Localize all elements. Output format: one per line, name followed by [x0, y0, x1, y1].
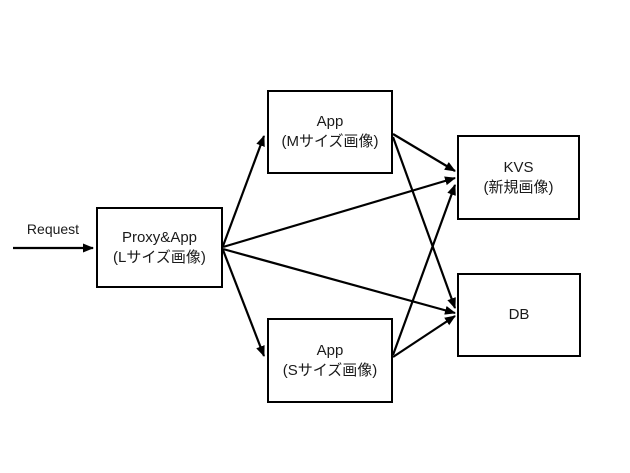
- node-label-line2: (Sサイズ画像): [282, 361, 378, 379]
- edge-proxy-to-db: [222, 247, 456, 315]
- proxy-app-box: Proxy&App (Lサイズ画像): [96, 207, 223, 288]
- edge-app-s-to-kvs: [391, 184, 457, 356]
- node-label-line1: KVS: [503, 158, 534, 176]
- db-box: DB: [457, 273, 581, 357]
- edge-proxy-to-app-m: [221, 135, 266, 247]
- app-s-box: App (Sサイズ画像): [267, 318, 393, 403]
- request-label: Request: [26, 221, 80, 237]
- node-label-line2: (Lサイズ画像): [113, 248, 206, 266]
- node-label-line1: App: [316, 113, 344, 130]
- node-label-line1: App: [316, 341, 344, 359]
- edge-proxy-to-app-s: [221, 249, 266, 357]
- edge-proxy-to-kvs: [222, 176, 456, 249]
- kvs-box: KVS (新規画像): [457, 135, 580, 220]
- edge-app-m-to-db: [391, 136, 457, 309]
- edge-app-m-to-kvs: [392, 133, 456, 172]
- node-label-line1: Proxy&App: [121, 228, 198, 246]
- node-label-line1: DB: [508, 306, 530, 323]
- node-label-line2: (Mサイズ画像): [281, 133, 379, 150]
- edge-app-s-to-db: [392, 315, 456, 358]
- node-label-line2: (新規画像): [483, 178, 554, 196]
- app-m-box: App (Mサイズ画像): [267, 90, 393, 174]
